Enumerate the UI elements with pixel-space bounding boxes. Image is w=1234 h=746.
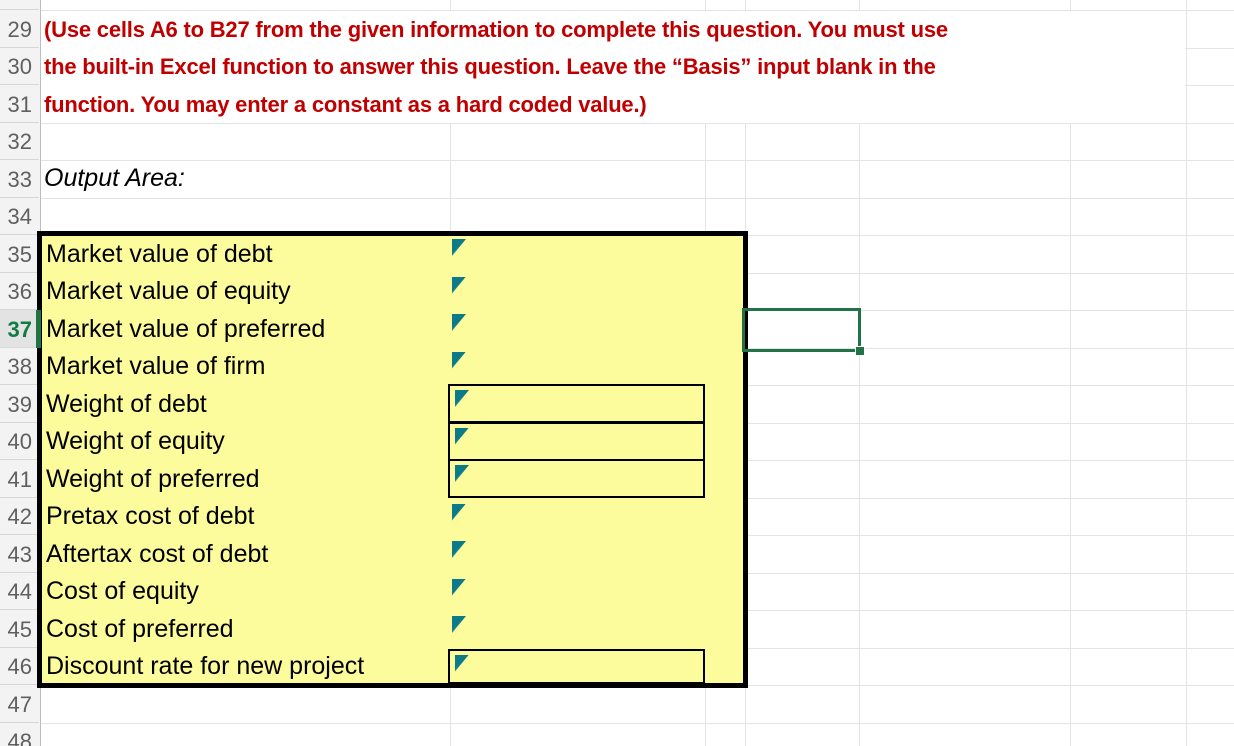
row-header-32[interactable]: 32 <box>0 122 39 160</box>
row-header-47[interactable]: 47 <box>0 685 39 723</box>
row-header-44[interactable]: 44 <box>0 572 39 610</box>
cell-label-a40[interactable]: Weight of equity <box>46 427 225 455</box>
row-header-34[interactable]: 34 <box>0 197 39 235</box>
cell-label-a46[interactable]: Discount rate for new project <box>46 652 365 680</box>
cell-label-a37[interactable]: Market value of preferred <box>46 314 326 343</box>
row-header-43[interactable]: 43 <box>0 535 39 573</box>
row-header-38[interactable]: 38 <box>0 347 39 385</box>
cell-label-a35[interactable]: Market value of debt <box>46 239 273 268</box>
selected-cell-d37[interactable] <box>742 308 861 352</box>
gridline-col-e-f <box>1070 0 1071 746</box>
cell-label-a41[interactable]: Weight of preferred <box>46 464 260 493</box>
row-header-28[interactable]: 28 <box>0 0 39 10</box>
output-area-label: Output Area: <box>44 163 185 192</box>
row-header-40[interactable]: 40 <box>0 422 39 460</box>
input-box-b40[interactable] <box>448 421 705 461</box>
instruction-line-3: function. You may enter a constant as a … <box>44 91 647 117</box>
row-header-29[interactable]: 29 <box>0 10 39 48</box>
row-header-46[interactable]: 46 <box>0 647 39 685</box>
instruction-line-1: (Use cells A6 to B27 from the given info… <box>44 16 948 42</box>
gridline-row <box>40 122 1234 124</box>
gridline-row <box>40 722 1234 724</box>
row-header-39[interactable]: 39 <box>0 385 39 423</box>
cell-label-a39[interactable]: Weight of debt <box>46 389 207 418</box>
fill-handle[interactable] <box>855 346 865 356</box>
gridline-row <box>40 160 1234 161</box>
row-header-45[interactable]: 45 <box>0 610 39 648</box>
row-header-37-selected[interactable]: 37 <box>0 310 39 348</box>
gridline-col-d-e <box>859 0 860 746</box>
cell-label-a36[interactable]: Market value of equity <box>46 277 291 305</box>
gridline-row <box>40 197 1234 199</box>
cell-label-a38[interactable]: Market value of firm <box>46 352 266 380</box>
cell-label-a43[interactable]: Aftertax cost of debt <box>46 539 269 568</box>
input-box-b46[interactable] <box>448 649 705 684</box>
row-header-48[interactable]: 48 <box>0 722 39 746</box>
row-header-31[interactable]: 31 <box>0 85 39 123</box>
cell-label-a42[interactable]: Pretax cost of debt <box>46 502 255 530</box>
gridline-col-f-g <box>1186 0 1187 746</box>
row-header-41[interactable]: 41 <box>0 460 39 498</box>
input-box-b41[interactable] <box>448 459 705 498</box>
row-header-42[interactable]: 42 <box>0 497 39 535</box>
selected-row-indicator <box>36 310 41 348</box>
row-header-33[interactable]: 33 <box>0 160 39 198</box>
row-header-30[interactable]: 30 <box>0 47 39 85</box>
input-box-b39[interactable] <box>448 384 705 423</box>
cell-label-a44[interactable]: Cost of equity <box>46 577 199 605</box>
instruction-background <box>40 10 1185 123</box>
row-header-35[interactable]: 35 <box>0 235 39 273</box>
row-header-36[interactable]: 36 <box>0 272 39 310</box>
instruction-line-2: the built-in Excel function to answer th… <box>44 54 936 79</box>
cell-label-a45[interactable]: Cost of preferred <box>46 614 234 643</box>
